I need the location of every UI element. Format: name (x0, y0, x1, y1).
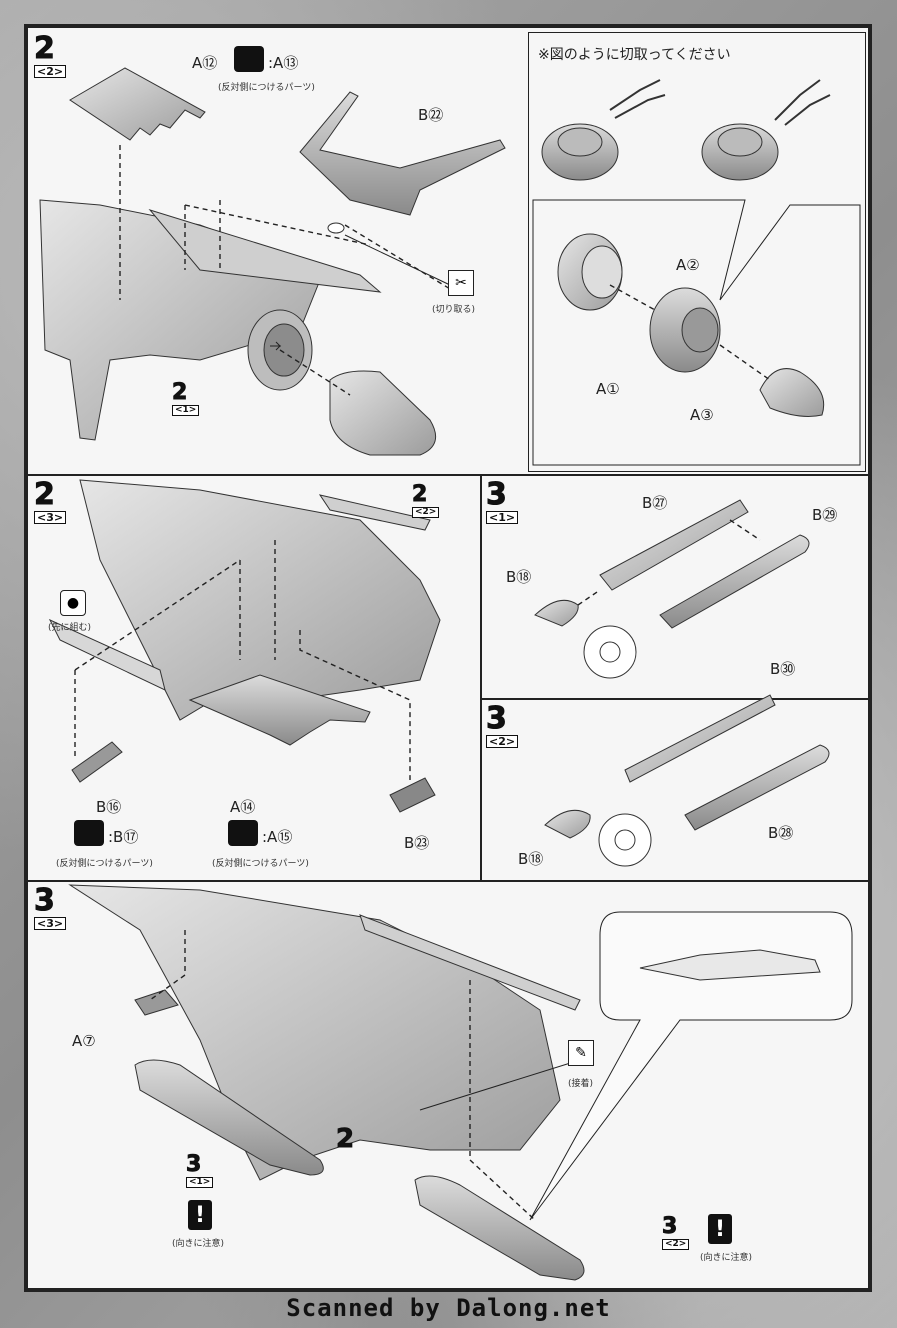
caption-opposite-1: (反対側につけるパーツ) (218, 83, 315, 93)
assemble-first-icon: ● (60, 590, 86, 616)
nipper-1 (609, 79, 666, 119)
caption-opposite-3: (反対側につけるパーツ) (212, 859, 309, 869)
label-a13: :A⑬ (268, 54, 299, 72)
step-2-2-badge: 2 <2> (33, 31, 67, 78)
label-a2: A② (676, 256, 700, 274)
part-b23 (389, 777, 436, 813)
step-sub: <2> (662, 1239, 690, 1250)
step-sub: <2> (486, 735, 519, 748)
label-a7: A⑦ (72, 1032, 96, 1050)
wing-upper (148, 209, 382, 293)
step-sub: <1> (486, 511, 519, 524)
caption-orient-2: (向きに注意) (700, 1253, 753, 1263)
scan-watermark: Scanned by Dalong.net (286, 1294, 611, 1322)
step-sub: <1> (186, 1177, 214, 1188)
part-a7 (134, 989, 179, 1016)
step-sub: <3> (34, 511, 67, 524)
step-sub: <2> (412, 507, 440, 518)
label-a15: :A⑮ (262, 828, 293, 846)
detail-part-a3 (759, 368, 825, 417)
nose-b18a (534, 599, 579, 627)
caption-assemble-first: (先に組む) (48, 623, 92, 633)
label-b16: B⑯ (96, 798, 122, 816)
step-2-2-ref-badge: 2 <2> (411, 482, 440, 518)
callout-bubble (529, 911, 853, 1221)
opposite-side-icon-3 (228, 820, 258, 846)
glue-icon: ✎ (568, 1040, 594, 1066)
cutting-instruction: ※図のように切取ってください (538, 47, 731, 63)
label-a14: A⑭ (230, 798, 256, 816)
opposite-side-icon-2 (74, 820, 104, 846)
fuselage-bottom (68, 884, 561, 1181)
label-b29: B㉙ (812, 506, 838, 524)
label-a3: A③ (690, 406, 714, 424)
label-b17: :B⑰ (108, 828, 139, 846)
step-2-3-badge: 2 <3> (33, 477, 67, 524)
step-2-ref-badge: 2 (335, 1124, 354, 1154)
step-sub: <3> (34, 917, 67, 930)
panel-step-3-1 (480, 474, 870, 700)
label-b30: B㉚ (770, 660, 796, 678)
caption-opposite-2: (反対側につけるパーツ) (56, 859, 153, 869)
caption-glue: (接着) (568, 1079, 594, 1089)
part-b22 (299, 91, 506, 216)
step-number: 3 (485, 701, 507, 736)
step-number: 2 (171, 380, 187, 405)
part-b16 (71, 741, 123, 783)
panel-a14 (188, 674, 371, 746)
label-b23: B㉓ (404, 834, 430, 852)
step-number: 3 (485, 477, 507, 512)
step-2-1-ref-badge: 2 <1> (171, 380, 200, 416)
step-3-2-ref-badge: 3 <2> (661, 1214, 690, 1250)
lower-fin (359, 914, 581, 1011)
step-number: 3 (185, 1152, 201, 1177)
step-number: 2 (335, 1124, 354, 1154)
step-3-2-badge: 3 <2> (485, 701, 519, 748)
caption-orient-1: (向きに注意) (172, 1239, 225, 1249)
fuselage-side (79, 479, 441, 721)
step-number: 2 (33, 477, 55, 512)
nose-b18b (544, 809, 591, 839)
callout-pod (639, 949, 821, 981)
step-number: 3 (33, 883, 55, 918)
nozzle-assembly (329, 370, 437, 456)
step-3-1-ref-badge: 3 <1> (185, 1152, 214, 1188)
pod-b27 (599, 499, 749, 591)
step-number: 3 (661, 1214, 677, 1239)
tank-left (134, 1059, 324, 1176)
label-b28: B㉘ (768, 824, 794, 842)
pod-b29 (659, 534, 810, 629)
step-3-1-badge: 3 <1> (485, 477, 519, 524)
detail-circle-1 (583, 625, 637, 679)
panel-step-3-2 (480, 698, 870, 882)
side-pylon (48, 618, 166, 691)
step-number: 2 (33, 31, 55, 66)
opposite-side-icon (234, 46, 264, 72)
caution-icon-2: ! (708, 1214, 732, 1244)
label-b22: B㉒ (418, 106, 444, 124)
label-b27: B㉗ (642, 494, 668, 512)
tank-right (414, 1175, 585, 1281)
label-b18b: B⑱ (518, 850, 544, 868)
nipper-2 (774, 79, 831, 126)
cut-icon: ✂ (448, 270, 474, 296)
pod-b30 (624, 694, 776, 783)
part-a12 (69, 67, 206, 141)
step-sub: <2> (34, 65, 67, 78)
step-number: 2 (411, 482, 427, 507)
pod-b28 (684, 744, 830, 831)
step-sub: <1> (172, 405, 200, 416)
label-a12: A⑫ (192, 54, 218, 72)
label-b18a: B⑱ (506, 568, 532, 586)
caption-cut: (切り取る) (432, 305, 476, 315)
caution-icon-1: ! (188, 1200, 212, 1230)
step-3-3-badge: 3 <3> (33, 883, 67, 930)
detail-circle-2 (598, 813, 652, 867)
label-a1: A① (596, 380, 620, 398)
upper-fin (318, 494, 431, 531)
